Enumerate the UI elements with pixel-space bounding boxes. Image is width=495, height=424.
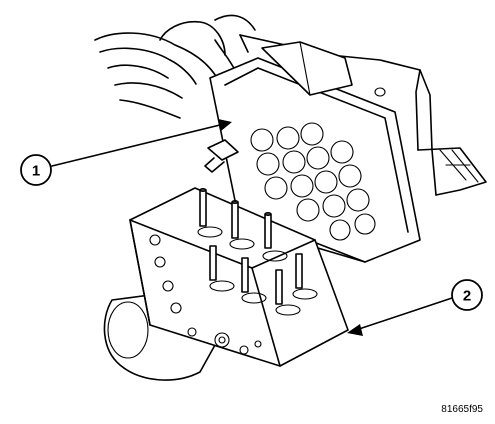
figure-id: 81665f95 (441, 404, 483, 415)
callout-1-leader (51, 123, 225, 167)
callout-1-label: 1 (32, 163, 40, 180)
callout-2-circle (451, 279, 483, 311)
hydraulic-control-unit (103, 187, 349, 381)
solenoid-coils (250, 122, 376, 241)
callout-2-label: 2 (463, 288, 471, 305)
callout-1-arrowhead (218, 119, 232, 131)
hand-illustration (94, 14, 256, 119)
callout-2-leader (355, 297, 453, 331)
callout-2-arrowhead (347, 324, 363, 336)
valve-stems (197, 187, 318, 316)
callout-1-circle (20, 154, 52, 186)
callout-2: 2 (347, 279, 483, 336)
callout-1: 1 (20, 119, 232, 186)
